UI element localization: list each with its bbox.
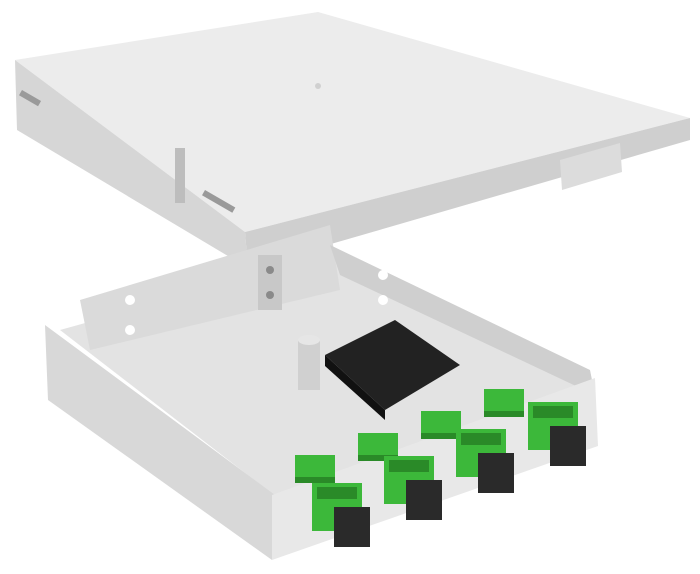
sc-adapter-row <box>295 389 586 547</box>
splice-holder <box>325 320 460 410</box>
lid-left-side <box>15 60 248 268</box>
mount-hole <box>378 270 388 280</box>
mount-hole <box>125 295 135 305</box>
sc-adapter-latch <box>317 487 357 499</box>
splice-holder-side <box>325 355 385 420</box>
lid-slot <box>202 190 236 213</box>
screw <box>266 291 274 299</box>
enclosure-base <box>45 225 598 560</box>
sc-adapter-rear-side <box>484 411 524 417</box>
sc-adapter-dust-cap <box>334 507 370 547</box>
sc-adapter-dust-cap <box>478 453 514 493</box>
sc-adapter-dust-cap <box>406 480 442 520</box>
screw <box>266 266 274 274</box>
sc-adapter-rear-side <box>295 477 335 483</box>
sc-adapter-rear-side <box>421 433 461 439</box>
sc-adapter-rear-side <box>358 455 398 461</box>
lid-top <box>15 12 690 232</box>
sc-adapter-rear <box>421 411 461 433</box>
sc-adapter-rear <box>484 389 524 411</box>
lid-hole <box>315 83 321 89</box>
mount-hole <box>125 325 135 335</box>
lid-slot <box>18 90 42 107</box>
sc-adapter-latch <box>389 460 429 472</box>
sc-adapter-latch <box>461 433 501 445</box>
enclosure-lid <box>15 12 690 268</box>
fiber-post <box>298 340 320 390</box>
lid-right-flap <box>560 143 622 190</box>
sc-adapter-rear <box>358 433 398 455</box>
mount-hole <box>378 295 388 305</box>
sc-adapter-dust-cap <box>550 426 586 466</box>
tray-right-wall <box>330 245 595 395</box>
tray-left-wall <box>45 325 275 560</box>
lid-slot <box>175 148 185 203</box>
fiber-post-top <box>298 335 320 345</box>
sc-adapter-latch <box>533 406 573 418</box>
mounting-bracket <box>258 255 282 310</box>
sc-adapter-rear <box>295 455 335 477</box>
